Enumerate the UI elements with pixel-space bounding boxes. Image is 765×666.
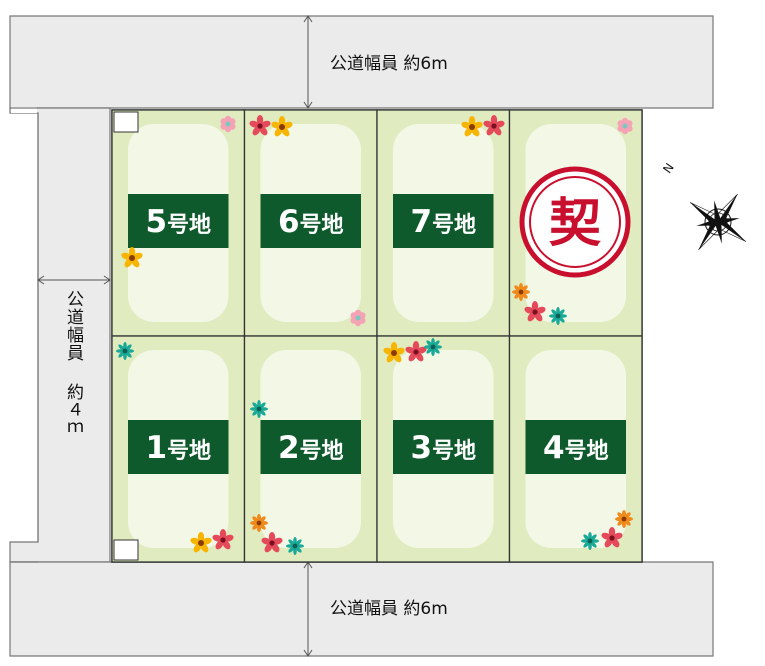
contracted-stamp: 契 <box>519 166 631 278</box>
plot-suffix: 号地 <box>432 213 476 238</box>
plot-suffix: 号地 <box>565 439 609 464</box>
boundary-marker-bottom-left <box>113 539 139 561</box>
plot-label-badge <box>260 194 361 248</box>
south-road-label: 公道幅員 約6m <box>330 599 448 619</box>
plot-2[interactable]: 6号地 <box>243 109 378 337</box>
west-road-dimension <box>37 275 111 285</box>
plot-label: 3号地 <box>410 430 476 466</box>
plot-number: 6 <box>278 204 300 240</box>
road-gap-cover <box>11 107 37 113</box>
plot-label-badge <box>260 420 361 474</box>
plot-label: 5号地 <box>145 204 211 240</box>
plot-label: 2号地 <box>278 430 344 466</box>
plot-label-badge <box>128 420 229 474</box>
plot-label-badge <box>393 420 494 474</box>
boundary-marker-top-left <box>113 111 139 133</box>
plot-label: 6号地 <box>278 204 344 240</box>
plot-label: 4号地 <box>543 430 609 466</box>
plot-3[interactable]: 7号地 <box>376 109 511 337</box>
plot-suffix: 号地 <box>300 439 344 464</box>
compass-rose-icon: N <box>660 161 747 251</box>
plot-label: 1号地 <box>145 430 211 466</box>
west-road-label: 公道幅員 約４ｍ <box>63 290 83 437</box>
plot-6[interactable]: 2号地 <box>243 335 378 563</box>
plot-number: 3 <box>410 430 432 466</box>
north-road-dimension <box>303 15 313 109</box>
plot-5[interactable]: 1号地 <box>111 335 246 563</box>
plot-number: 5 <box>145 204 167 240</box>
plot-label-badge <box>128 194 229 248</box>
plot-label-badge <box>525 420 626 474</box>
road-north <box>9 15 714 109</box>
plot-8[interactable]: 4号地 <box>508 335 643 563</box>
plot-suffix: 号地 <box>300 213 344 238</box>
plot-number: 4 <box>543 430 565 466</box>
plot-suffix: 号地 <box>167 213 211 238</box>
contracted-stamp-text: 契 <box>549 193 601 254</box>
plot-1[interactable]: 5号地 <box>111 109 246 337</box>
plot-suffix: 号地 <box>167 439 211 464</box>
compass-north-letter: N <box>660 161 677 176</box>
plot-number: 2 <box>278 430 300 466</box>
plot-7[interactable]: 3号地 <box>376 335 511 563</box>
plot-label-badge <box>393 194 494 248</box>
plot-suffix: 号地 <box>432 439 476 464</box>
plot-label: 7号地 <box>410 204 476 240</box>
plot-number: 1 <box>145 430 167 466</box>
north-road-label: 公道幅員 約6m <box>330 54 448 74</box>
plot-number: 7 <box>410 204 432 240</box>
